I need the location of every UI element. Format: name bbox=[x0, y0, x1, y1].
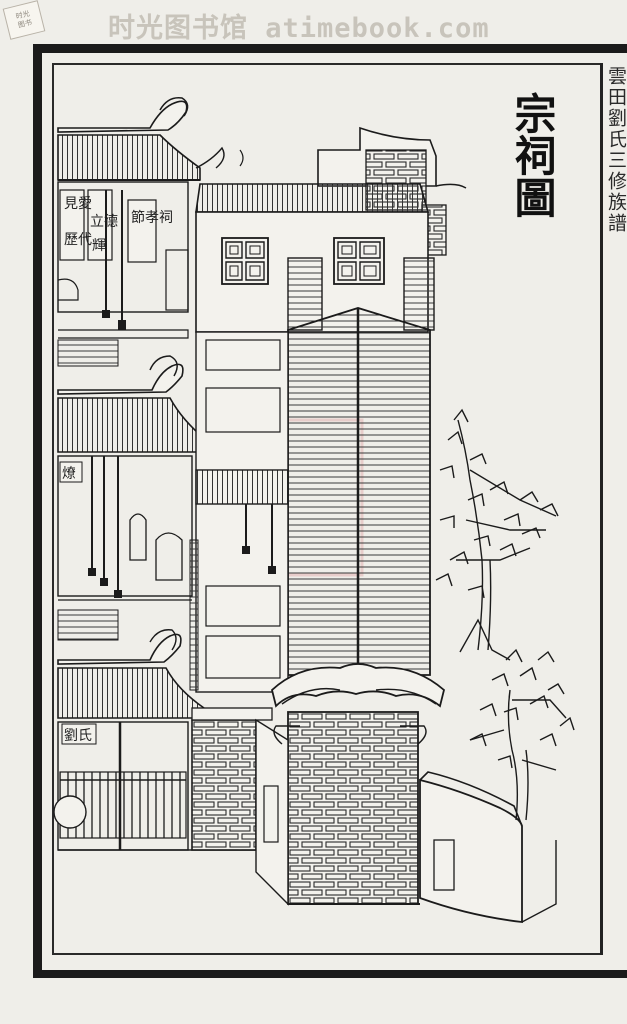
lower-left-roof bbox=[57, 629, 205, 719]
upper-tree bbox=[435, 408, 559, 661]
watermark-banner: 时光 图书 时光图书馆 atimebook.com bbox=[0, 0, 627, 44]
spine-book-title: 雲田劉氏三修族譜 bbox=[605, 66, 627, 234]
central-tower bbox=[189, 126, 467, 693]
lattice-window-right bbox=[333, 237, 385, 285]
plaque-jie-xiao-ci: 節孝祠 bbox=[131, 209, 173, 226]
plaque-jian-ai: 見愛 bbox=[64, 196, 92, 212]
top-left-roof bbox=[57, 96, 244, 181]
plaque-li-de: 立德 bbox=[90, 214, 118, 230]
middle-left-hall: 燎 bbox=[57, 455, 193, 641]
page-inner-border bbox=[52, 63, 602, 955]
plaque-hui: 輝 bbox=[92, 238, 106, 254]
watermark-site-name: 时光图书馆 atimebook.com bbox=[108, 13, 490, 44]
middle-left-roof bbox=[57, 355, 223, 453]
lattice-window-left bbox=[221, 237, 269, 285]
curved-screen-wall bbox=[419, 771, 557, 924]
plaque-liu-shi: 劉氏 bbox=[64, 728, 92, 744]
plaque-middle-sign: 燎 bbox=[62, 466, 76, 482]
lower-tree bbox=[469, 648, 575, 821]
plaque-li-dai: 歷代 bbox=[64, 232, 92, 248]
front-gate-wall bbox=[191, 663, 446, 906]
lower-left-gate: 劉氏 bbox=[53, 721, 300, 851]
spine-divider bbox=[600, 63, 603, 955]
plaques-top-left: 見愛 歷代 立德 輝 節孝祠 bbox=[64, 196, 173, 254]
top-left-hall bbox=[57, 181, 189, 367]
page-outer-border bbox=[33, 44, 627, 978]
page-title: 宗祠圖 bbox=[508, 92, 557, 218]
